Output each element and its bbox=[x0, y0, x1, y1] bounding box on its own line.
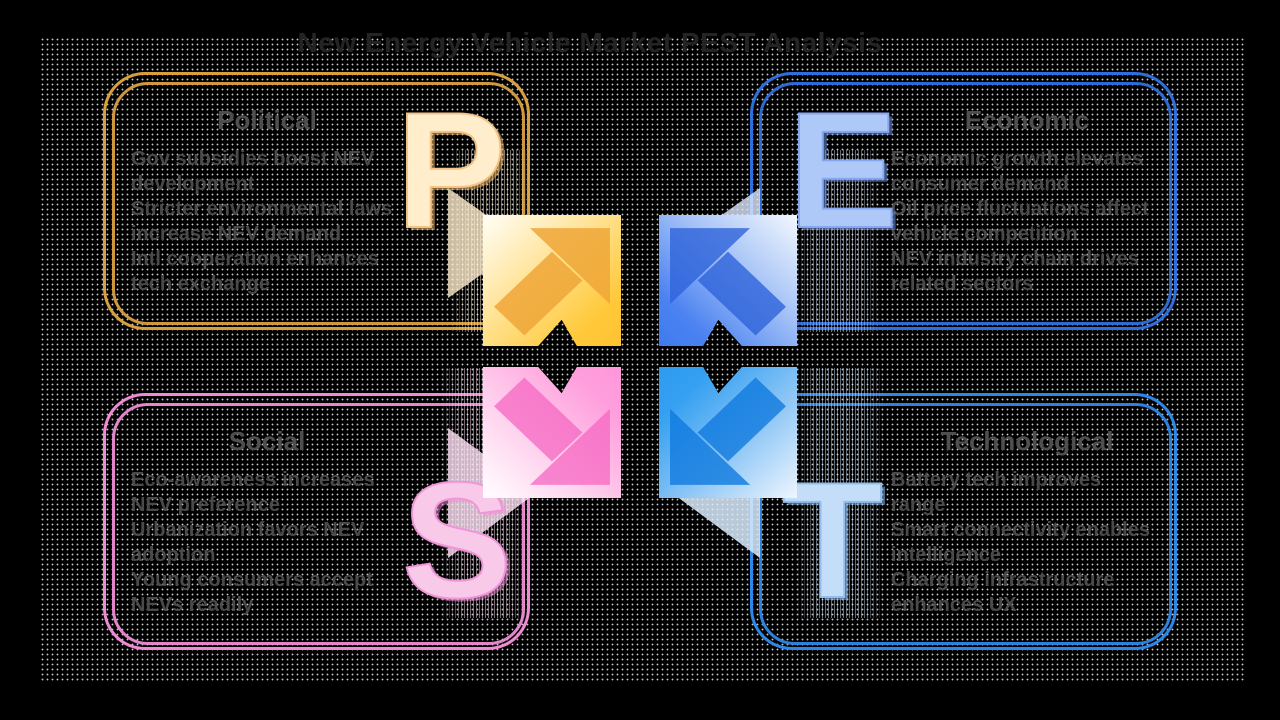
political-point: Gov subsidies boost NEV development bbox=[131, 148, 375, 195]
technological-point: Charging infrastructure enhances UX bbox=[891, 569, 1115, 616]
political-title: Political bbox=[217, 105, 317, 135]
economic-light-beam bbox=[795, 150, 881, 332]
economic-point: NEV industry chain drives related sector… bbox=[891, 248, 1139, 295]
letter-e: E bbox=[787, 78, 899, 262]
arrow-sw-icon bbox=[659, 367, 797, 498]
economic-arrow-tile bbox=[659, 215, 797, 346]
economic-point: Economic growth elevates consumer demand bbox=[891, 148, 1144, 195]
technological-title: Technological bbox=[940, 426, 1114, 456]
technological-point: Smart connectivity enables intelligence bbox=[891, 519, 1150, 566]
political-point: Stricter environmental laws increase NEV… bbox=[131, 198, 393, 245]
social-point: Urbanization favors NEV adoption bbox=[131, 519, 365, 566]
social-content: Social Eco-awareness increases NEV prefe… bbox=[131, 426, 403, 618]
arrow-nw-icon bbox=[659, 215, 797, 346]
page-title: New Energy Vehicle Market PEST Analysis bbox=[297, 27, 883, 58]
political-content: Political Gov subsidies boost NEV develo… bbox=[131, 105, 403, 297]
dot-grid-background bbox=[40, 37, 1244, 683]
economic-point: Oil price fluctuations affect vehicle co… bbox=[891, 198, 1149, 245]
political-arrow-tile bbox=[483, 215, 621, 346]
social-point: Young consumers accept NEVs readily bbox=[131, 569, 373, 616]
technological-content: Technological Battery tech improves rang… bbox=[891, 426, 1163, 618]
technological-light-beam bbox=[795, 368, 885, 618]
social-arrow-tile bbox=[483, 367, 621, 498]
letter-t: T bbox=[781, 448, 884, 632]
social-point: Eco-awareness increases NEV preference bbox=[131, 469, 375, 516]
technological-arrow-tile bbox=[659, 367, 797, 498]
arrow-se-icon bbox=[483, 367, 621, 498]
arrow-ne-icon bbox=[483, 215, 621, 346]
social-title: Social bbox=[228, 426, 306, 456]
technological-point: Battery tech improves range bbox=[891, 469, 1102, 516]
economic-title: Economic bbox=[964, 105, 1090, 135]
political-point: Intl cooperation enhances tech exchange bbox=[131, 248, 379, 295]
economic-content: Economic Economic growth elevates consum… bbox=[891, 105, 1163, 297]
political-quadrant-box: Political Gov subsidies boost NEV develo… bbox=[103, 72, 530, 330]
